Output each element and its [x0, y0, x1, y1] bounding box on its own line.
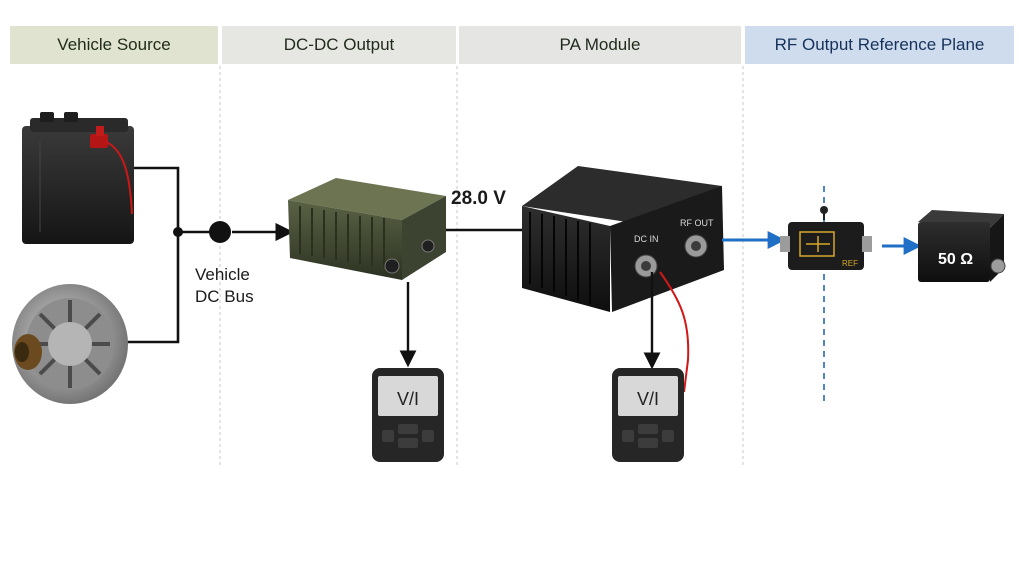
section-title: PA Module — [559, 35, 641, 54]
section-title: DC-DC Output — [283, 35, 395, 54]
section-title: Vehicle Source — [57, 35, 171, 54]
load-icon: 50 Ω — [918, 210, 1006, 282]
bus-junction-node — [209, 221, 231, 243]
meter2-display: V/I — [637, 389, 659, 409]
rf-out-label: RF OUT — [680, 218, 714, 228]
ref-label: REF — [842, 259, 858, 268]
bus-label-line1: Vehicle — [195, 265, 250, 284]
meter-icon-pa: V/I — [612, 368, 684, 462]
battery-icon — [22, 112, 134, 244]
vehicle-dc-bus-label: Vehicle DC Bus — [195, 264, 255, 308]
section-header-rf-reference: RF Output Reference Plane — [745, 26, 1014, 64]
section-dividers — [219, 66, 744, 468]
dc-in-label: DC IN — [634, 234, 659, 244]
section-header-dcdc-output: DC-DC Output — [222, 26, 456, 64]
meter1-display: V/I — [397, 389, 419, 409]
alternator-icon — [12, 284, 128, 404]
section-header-pa-module: PA Module — [459, 26, 741, 64]
dc-bus-wiring — [122, 166, 522, 344]
bus-voltage-label: 28.0 V — [451, 188, 506, 209]
dcdc-converter-icon — [288, 178, 446, 280]
coupler-icon: REF — [780, 206, 872, 270]
load-value-label: 50 Ω — [938, 251, 973, 268]
meter-icon-dcdc: V/I — [372, 368, 444, 462]
pa-meter-leads — [643, 271, 690, 393]
bus-junction-small — [173, 227, 183, 237]
pa-module-icon: DC IN RF OUT — [522, 166, 724, 312]
bus-label-line2: DC Bus — [195, 287, 254, 306]
section-title: RF Output Reference Plane — [774, 35, 985, 54]
section-header-vehicle-source: Vehicle Source — [10, 26, 218, 64]
